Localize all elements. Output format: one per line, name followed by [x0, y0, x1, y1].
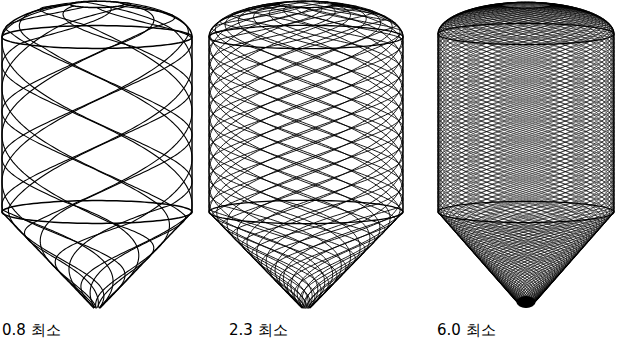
winding-line — [438, 5, 614, 302]
winding-line — [438, 8, 614, 303]
winding-line — [209, 1, 403, 308]
winding-line — [209, 4, 403, 309]
winding-line — [209, 7, 395, 308]
winding-line — [438, 6, 614, 302]
winding-line — [209, 5, 403, 308]
vessel-ring — [2, 26, 192, 49]
winding-line — [438, 8, 614, 303]
winding-line — [209, 1, 403, 308]
winding-line — [212, 6, 403, 308]
density-label: 0.8 최소 — [2, 322, 61, 339]
winding-line — [438, 5, 614, 302]
winding-line — [438, 8, 614, 303]
winding-line — [2, 6, 175, 308]
vessel-outline — [438, 5, 517, 302]
winding-line — [209, 6, 403, 308]
winding-line — [209, 2, 403, 308]
vessel-ring — [438, 201, 614, 222]
density-label: 2.3 최소 — [229, 322, 288, 339]
winding-line — [209, 3, 403, 309]
winding-line — [209, 2, 403, 309]
vessel-figure — [209, 1, 403, 308]
vessel-ring — [209, 25, 403, 48]
vessel-ring — [70, 1, 123, 7]
density-label: 6.0 최소 — [437, 322, 496, 339]
winding-line — [2, 2, 188, 309]
winding-line — [209, 1, 400, 308]
vessel-figure — [438, 2, 614, 307]
vessel-outline — [209, 4, 302, 308]
vessel-ring — [279, 1, 333, 8]
winding-line — [438, 8, 614, 303]
winding-line — [438, 6, 614, 302]
winding-line — [210, 1, 403, 308]
vessel-outline — [100, 4, 192, 308]
winding-line — [2, 7, 192, 308]
winding-line — [209, 4, 403, 308]
vessel-outline — [310, 4, 403, 308]
winding-line — [220, 7, 403, 308]
winding-line — [6, 7, 192, 308]
winding-line — [438, 7, 614, 303]
winding-line — [2, 1, 192, 308]
vessel-outline — [2, 4, 94, 308]
winding-line — [438, 5, 614, 302]
vessel-ring — [209, 200, 403, 223]
winding-line — [209, 5, 403, 308]
winding-line — [438, 7, 614, 302]
winding-line — [2, 2, 192, 308]
winding-line — [438, 8, 614, 303]
vessel-outline — [535, 5, 614, 302]
vessel-figure — [2, 1, 192, 308]
winding-line — [438, 7, 614, 303]
winding-line — [212, 8, 403, 308]
vessel-ring — [2, 201, 192, 224]
vessel-tip — [517, 297, 535, 308]
vessel-ring — [438, 23, 614, 44]
vessel-ring — [501, 2, 550, 8]
